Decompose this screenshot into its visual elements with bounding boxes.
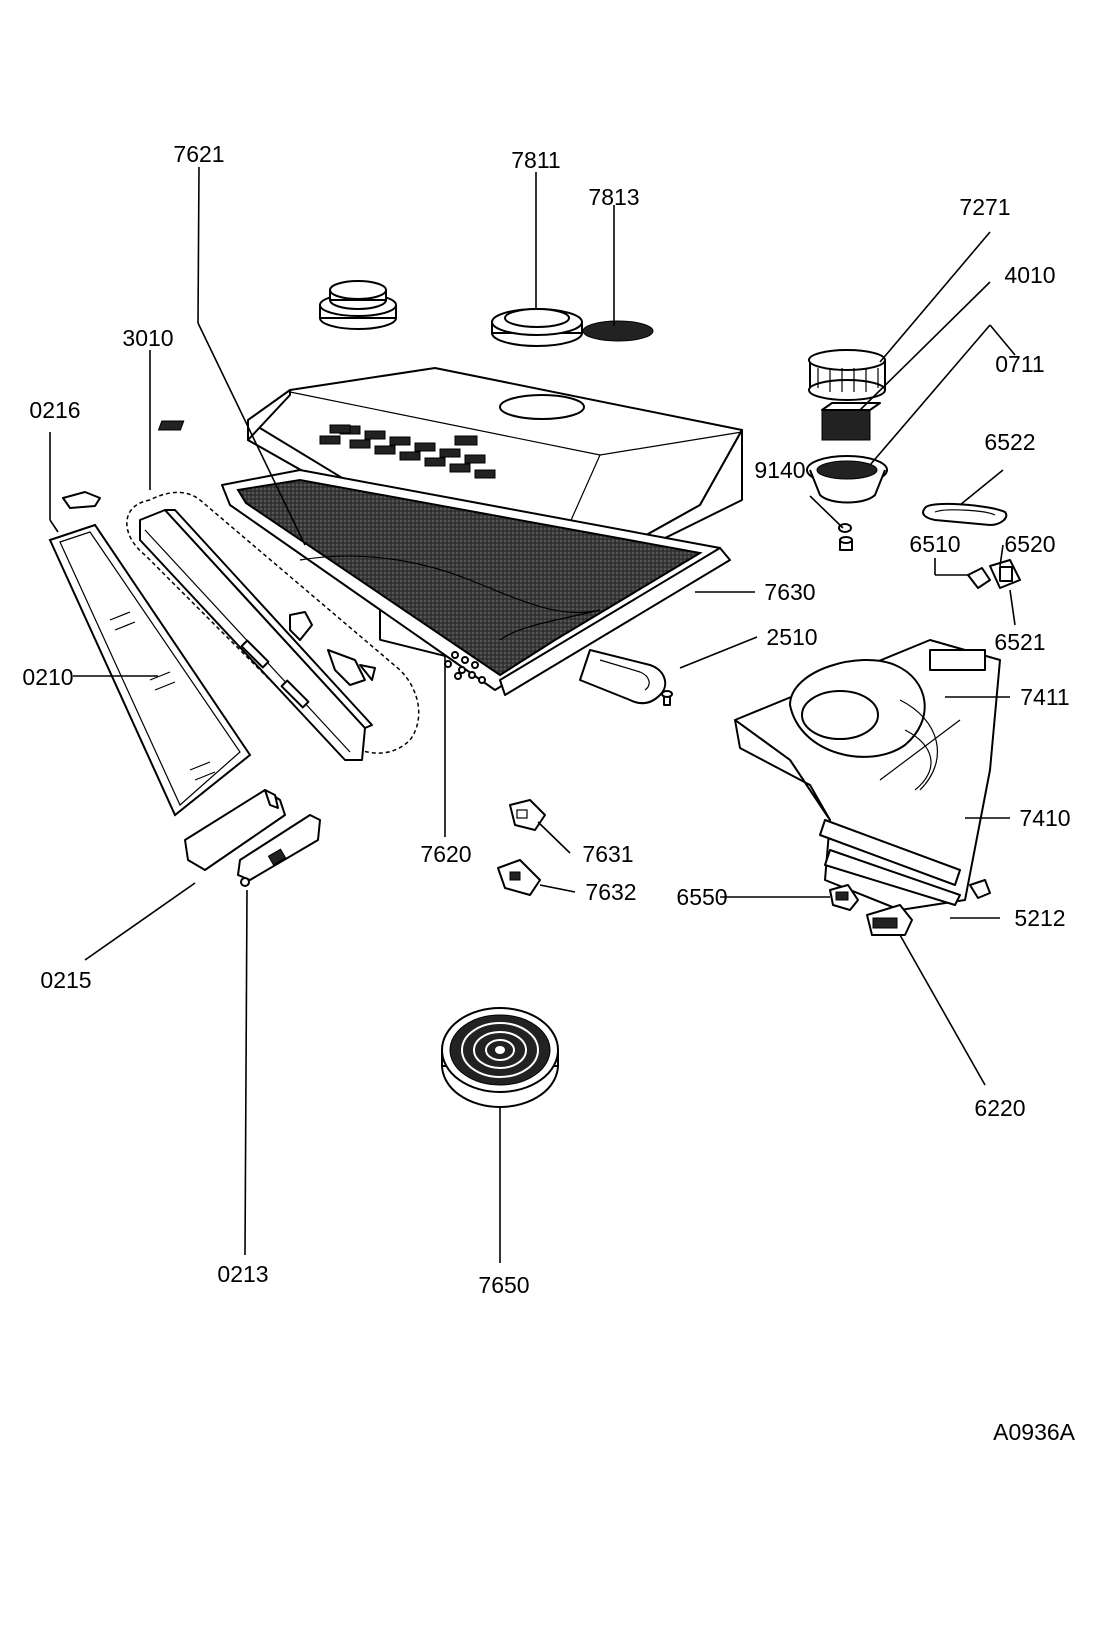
drawing-reference-code: A0936A xyxy=(993,1419,1076,1445)
part-label: 6510 xyxy=(909,531,960,557)
part-label: 0215 xyxy=(40,967,91,993)
motor-ring-7271-drawing xyxy=(808,349,886,401)
part-label: 7271 xyxy=(959,194,1010,220)
part-label: 9140 xyxy=(754,457,805,483)
part-label: 0210 xyxy=(22,664,73,690)
part-label: 7631 xyxy=(582,841,633,867)
switch-6550-drawing xyxy=(829,884,859,911)
part-label: 7630 xyxy=(764,579,815,605)
motor-4010-drawing xyxy=(821,402,881,441)
part-label: 6520 xyxy=(1004,531,1055,557)
part-label: 7632 xyxy=(585,879,636,905)
part-label: 7621 xyxy=(173,141,224,167)
grease-filter-screen-drawing xyxy=(221,469,731,696)
filter-holes xyxy=(444,651,486,684)
part-label: 5212 xyxy=(1014,905,1065,931)
clip-parts-drawing xyxy=(289,611,376,686)
lamp-cover-drawing xyxy=(579,649,667,705)
part-label: 7620 xyxy=(420,841,471,867)
part-label: 6550 xyxy=(676,884,727,910)
part-label: 0216 xyxy=(29,397,80,423)
part-label: 7811 xyxy=(511,147,560,173)
nut-9140-drawing xyxy=(838,523,853,551)
clip-7631-drawing xyxy=(509,799,546,831)
part-label: 7813 xyxy=(588,184,639,210)
control-bar-drawing xyxy=(126,491,420,761)
part-label: 3010 xyxy=(122,325,173,351)
part-label: 0213 xyxy=(217,1261,268,1287)
part-label: 6522 xyxy=(984,429,1035,455)
part-label: 6521 xyxy=(994,629,1045,655)
filter-pad-7813-drawing xyxy=(582,320,654,342)
part-label: 0711 xyxy=(995,351,1044,377)
fan-wheel-0711-drawing xyxy=(806,455,888,504)
part-label: 6220 xyxy=(974,1095,1025,1121)
part-label: 2510 xyxy=(766,624,817,650)
clip-7632-drawing xyxy=(497,859,541,896)
part-label: 7650 xyxy=(478,1272,529,1298)
lamp-seal-6522-drawing xyxy=(922,502,1008,526)
part-label: 7410 xyxy=(1019,805,1070,831)
side-bracket-0213-drawing xyxy=(237,814,321,887)
leader-lines xyxy=(49,166,1016,1263)
bracket-0216-drawing xyxy=(62,491,101,509)
screw-drawing xyxy=(661,690,673,706)
vent-slots xyxy=(157,420,496,479)
part-label: 7411 xyxy=(1020,684,1069,710)
lamp-6520-drawing xyxy=(967,559,1021,589)
glass-panel-drawing xyxy=(48,523,252,817)
cover-disc-7811-drawing xyxy=(491,308,583,347)
end-bracket-0215-drawing xyxy=(184,789,286,871)
part-label: 4010 xyxy=(1004,262,1055,288)
carbon-filter-7650-drawing xyxy=(441,1007,559,1108)
duct-collar-drawing xyxy=(319,280,397,330)
clip-5212-drawing xyxy=(969,879,991,899)
fan-housing-7410-drawing xyxy=(734,639,1001,911)
switch-block-6220-drawing xyxy=(866,904,913,936)
